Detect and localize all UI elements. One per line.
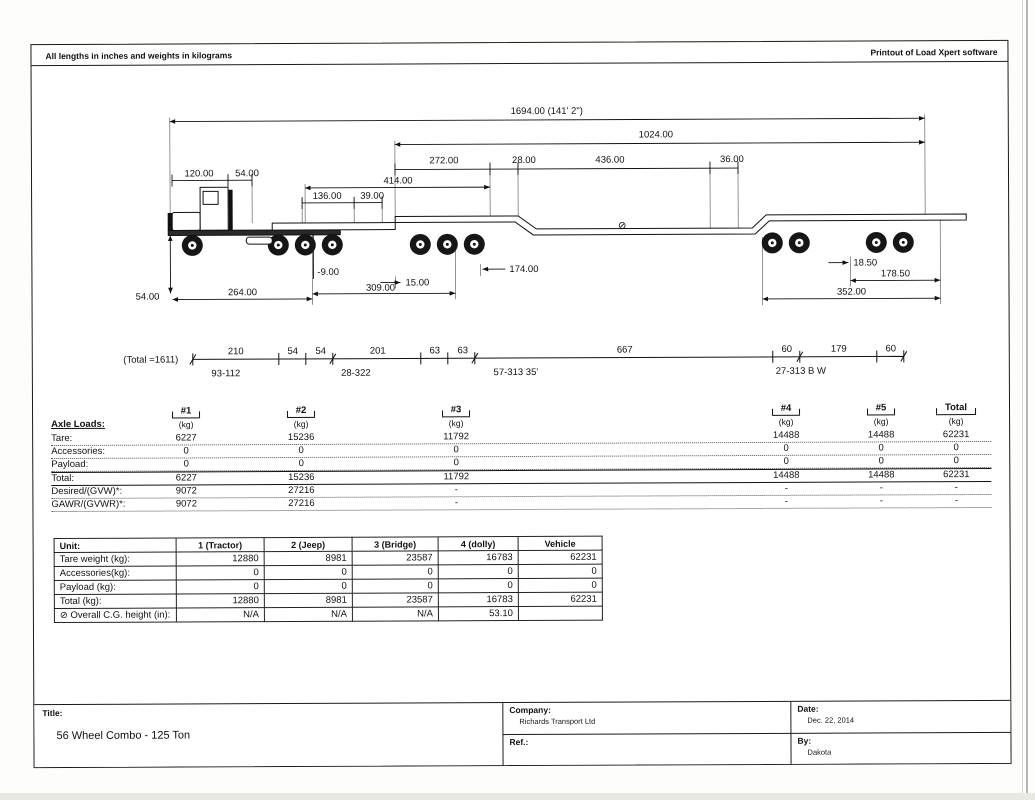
dim-neg9: -9.00 <box>317 267 339 278</box>
spacing-value: 63 <box>429 345 440 356</box>
axle-loads-table: Axle Loads: #1(kg) #2(kg) #3(kg) #4(kg) … <box>51 402 992 513</box>
axle-spacing-values: 210 54 54 201 63 63 667 60 179 60 <box>228 343 896 357</box>
dim-seg-272: 272.00 <box>429 155 458 166</box>
cab-window <box>202 190 219 205</box>
bumper <box>167 213 173 232</box>
exhaust-stack <box>228 189 233 231</box>
by-label: By: <box>797 735 812 746</box>
axle-col-header: #4(kg) <box>731 402 841 428</box>
dim-264: 264.00 <box>228 287 257 298</box>
bridge-label: 27-313 B W <box>776 366 826 377</box>
bridge-group-labels: 93-112 28-322 57-313 35' 27-313 B W <box>211 366 826 380</box>
unit-col-header: 3 (Bridge) <box>352 536 439 552</box>
vehicle-diagram: ⊘ 1694.00 (141' 2") 1024.00 272.00 28.00… <box>123 106 967 380</box>
spacing-value: 667 <box>617 345 633 356</box>
axle-col-header: #5(kg) <box>841 402 921 427</box>
title-block: Title: 56 Wheel Combo - 125 Ton Company:… <box>34 699 1011 768</box>
page-header: All lengths in inches and weights in kil… <box>31 40 1008 67</box>
company-label: Company: <box>509 704 551 716</box>
bridge-label: 93-112 <box>211 368 240 379</box>
company-value: Richards Transport Ltd <box>519 716 596 727</box>
software-note: Printout of Load Xpert software <box>870 46 998 57</box>
title-block-date-cell: Date: Dec. 22, 2014 By: Dakota <box>790 700 1011 764</box>
dim-upper: 1024.00 <box>639 129 673 140</box>
dimension-lines <box>167 115 941 302</box>
fuel-tank <box>245 236 273 245</box>
dim-174: 174.00 <box>509 264 538 275</box>
scan-edge-artifact <box>1026 0 1028 800</box>
dim-17850: 178.50 <box>881 268 910 279</box>
by-value: Dakota <box>807 747 832 757</box>
scan-edge-artifact <box>1022 0 1023 800</box>
spacing-value: 60 <box>885 343 896 354</box>
unit-summary-table: Unit: 1 (Tractor) 2 (Jeep) 3 (Bridge) 4 … <box>54 536 603 623</box>
unit-row-cg-height: ⊘ Overall C.G. height (in): N/A N/A N/A … <box>54 606 603 623</box>
dim-414: 414.00 <box>383 175 412 186</box>
date-label: Date: <box>797 703 819 714</box>
unit-col-header: 2 (Jeep) <box>264 537 353 552</box>
ref-label: Ref.: <box>509 736 529 747</box>
dim-352: 352.00 <box>837 286 866 297</box>
title-label: Title: <box>42 708 63 719</box>
extension-lines <box>169 114 941 305</box>
dim-54-left: 54.00 <box>136 292 160 303</box>
units-note: All lengths in inches and weights in kil… <box>45 49 233 61</box>
spacing-value: 54 <box>287 346 298 357</box>
dim-15: 15.00 <box>405 277 429 288</box>
drawing-title: 56 Wheel Combo - 125 Ton <box>56 729 191 743</box>
dim-309: 309.00 <box>366 283 395 294</box>
dim-136: 136.00 <box>313 191 342 202</box>
dim-overall-length: 1694.00 (141' 2") <box>511 106 583 117</box>
dim-seg-28: 28.00 <box>512 155 536 166</box>
unit-col-header: 1 (Tractor) <box>176 537 265 553</box>
title-block-title-cell: Title: 56 Wheel Combo - 125 Ton <box>34 703 502 767</box>
scan-edge-artifact <box>0 793 1035 800</box>
axle-col-header: #1(kg) <box>151 405 221 430</box>
unit-col-header: 4 (dolly) <box>438 536 519 551</box>
unit-col-header: Unit: <box>54 538 177 553</box>
spacing-value: 179 <box>831 344 847 355</box>
chassis-frame <box>167 229 341 237</box>
spacing-value: 63 <box>457 345 468 356</box>
bridge-label: 57-313 35' <box>494 367 539 378</box>
axle-loads-title: Axle Loads: <box>51 418 105 431</box>
tractor-trailer-profile <box>167 186 967 245</box>
dim-39: 39.00 <box>360 191 384 202</box>
axle-total-label: (Total =1611) <box>123 354 178 365</box>
axle-col-header: #2(kg) <box>221 404 381 431</box>
title-block-company-cell: Company: Richards Transport Ltd Ref.: <box>502 701 791 766</box>
spacing-value: 210 <box>228 346 244 357</box>
date-value: Dec. 22, 2014 <box>807 715 855 725</box>
dimension-labels: 1694.00 (141' 2") 1024.00 272.00 28.00 4… <box>136 106 910 303</box>
spacing-value: 54 <box>315 346 326 357</box>
dim-54-top: 54.00 <box>235 168 259 179</box>
dim-1850: 18.50 <box>853 257 877 268</box>
axle-row-gawr-gvwr: GAWR/(GVWR)*: 9072 27216 - - - - <box>51 494 992 513</box>
unit-col-header: Vehicle <box>518 536 603 551</box>
axle-col-header: Total(kg) <box>921 402 991 427</box>
axle-col-header: #3(kg) <box>381 404 531 430</box>
spacing-value: 60 <box>781 344 792 355</box>
axle-spacing-chain <box>189 350 908 366</box>
dim-120: 120.00 <box>184 168 213 179</box>
dim-seg-36: 36.00 <box>720 154 744 165</box>
trailer-deck <box>394 213 967 236</box>
bridge-label: 28-322 <box>341 368 371 379</box>
printout-page: All lengths in inches and weights in kil… <box>30 39 1012 769</box>
dim-seg-436: 436.00 <box>595 155 624 166</box>
hood <box>171 211 201 232</box>
axle-table-header-row: Axle Loads: #1(kg) #2(kg) #3(kg) #4(kg) … <box>51 402 991 433</box>
jeep-beam <box>271 222 396 231</box>
cg-marker-icon: ⊘ <box>618 221 626 232</box>
spacing-value: 201 <box>370 346 386 357</box>
